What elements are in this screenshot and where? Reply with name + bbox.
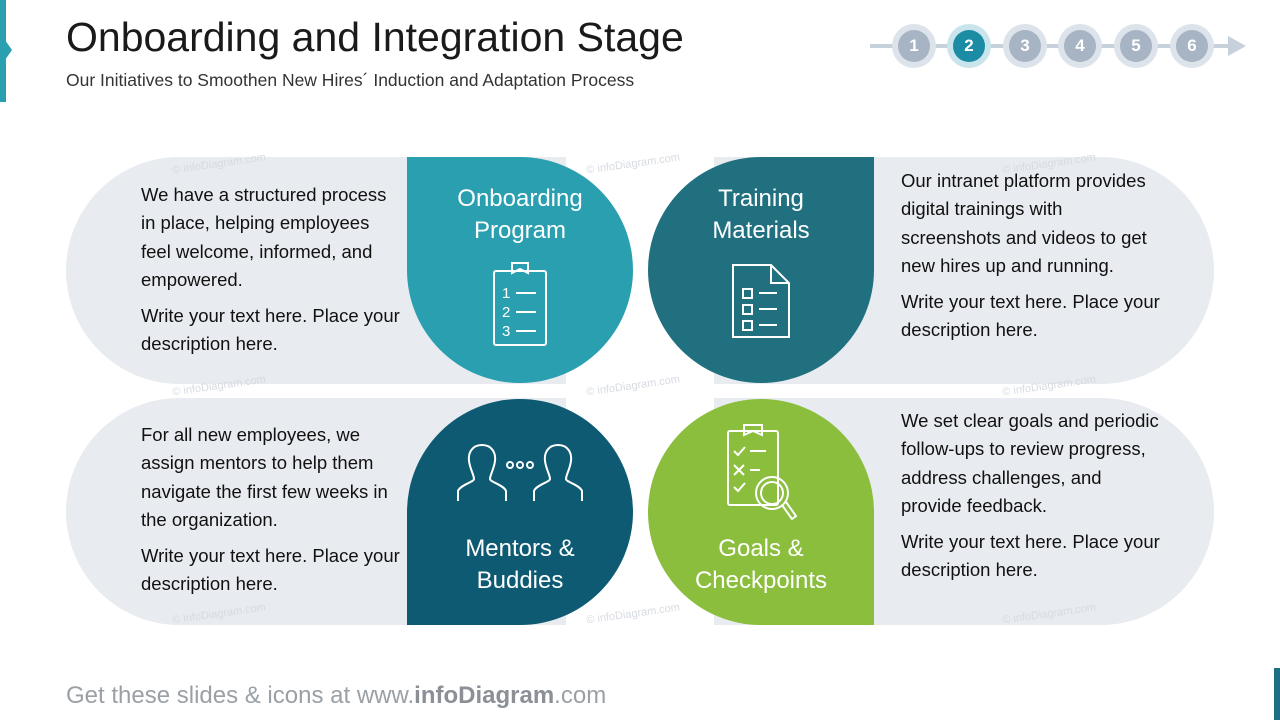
- step-5[interactable]: 5: [1114, 24, 1158, 68]
- card-training-materials: Training Materials: [648, 157, 874, 383]
- card-description: We set clear goals and periodic follow-u…: [901, 407, 1166, 593]
- card-goals-checkpoints: Goals & Checkpoints: [648, 399, 874, 625]
- step-number: 3: [1009, 30, 1041, 62]
- card-description: For all new employees, we assign mentors…: [141, 421, 401, 607]
- svg-text:3: 3: [502, 323, 510, 340]
- description-text: For all new employees, we assign mentors…: [141, 424, 388, 530]
- card-description: Our intranet platform provides digital t…: [901, 167, 1166, 353]
- placeholder-text: Write your text here. Place your descrip…: [901, 291, 1160, 341]
- page-subtitle: Our Initiatives to Smoothen New Hires´ I…: [66, 70, 635, 90]
- stepper-arrow-icon: [1228, 36, 1246, 56]
- step-4[interactable]: 4: [1058, 24, 1102, 68]
- document-checklist-icon: [732, 264, 790, 338]
- card-title-line: Checkpoints: [694, 567, 828, 594]
- step-3[interactable]: 3: [1003, 24, 1047, 68]
- card-title: Onboarding Program: [457, 183, 582, 247]
- step-number: 2: [953, 30, 985, 62]
- footer-link[interactable]: Get these slides & icons at www.infoDiag…: [66, 682, 606, 710]
- accent-arrow: [5, 40, 12, 60]
- card-title: Goals & Checkpoints: [695, 533, 827, 597]
- card-title-line: Onboarding: [457, 185, 583, 212]
- footer-suffix: .com: [554, 682, 607, 709]
- step-1[interactable]: 1: [892, 24, 936, 68]
- card-title-line: Mentors &: [465, 535, 575, 562]
- card-description: We have a structured process in place, h…: [141, 181, 401, 367]
- page-title: Onboarding and Integration Stage: [66, 14, 684, 60]
- card-mentors-buddies: Mentors & Buddies: [407, 399, 633, 625]
- placeholder-text: Write your text here. Place your descrip…: [141, 305, 400, 355]
- step-number: 4: [1064, 30, 1096, 62]
- step-navigator: 1 2 3 4 5 6: [870, 22, 1248, 70]
- svg-text:2: 2: [502, 304, 510, 321]
- footer-prefix: Get these slides & icons at www.: [66, 682, 415, 709]
- step-number: 5: [1120, 30, 1152, 62]
- watermark: © infoDiagram.com: [585, 601, 681, 627]
- placeholder-text: Write your text here. Place your descrip…: [901, 531, 1160, 581]
- stepper-line: [870, 44, 1232, 48]
- footer-brand: infoDiagram: [414, 682, 555, 709]
- card-onboarding-program: Onboarding Program 1 2 3: [407, 157, 633, 383]
- card-title-line: Training: [718, 185, 804, 212]
- card-title-line: Goals &: [718, 535, 804, 562]
- svg-text:1: 1: [502, 285, 510, 302]
- description-text: We set clear goals and periodic follow-u…: [901, 410, 1159, 516]
- corner-bar: [1274, 668, 1280, 720]
- watermark: © infoDiagram.com: [585, 373, 681, 399]
- step-6[interactable]: 6: [1170, 24, 1214, 68]
- card-title-line: Program: [473, 217, 567, 244]
- people-talking-icon: [457, 444, 583, 501]
- numbered-checklist-icon: 1 2 3: [493, 262, 547, 346]
- card-title-line: Buddies: [476, 567, 564, 594]
- checklist-magnifier-icon: [727, 424, 798, 521]
- placeholder-text: Write your text here. Place your descrip…: [141, 545, 400, 595]
- step-number: 6: [1176, 30, 1208, 62]
- step-2[interactable]: 2: [947, 24, 991, 68]
- card-title-line: Materials: [712, 217, 810, 244]
- watermark: © infoDiagram.com: [585, 151, 681, 177]
- step-number: 1: [898, 30, 930, 62]
- description-text: Our intranet platform provides digital t…: [901, 170, 1147, 276]
- card-title: Mentors & Buddies: [465, 533, 574, 597]
- description-text: We have a structured process in place, h…: [141, 184, 387, 290]
- accent-bar: [0, 0, 6, 102]
- card-title: Training Materials: [712, 183, 809, 247]
